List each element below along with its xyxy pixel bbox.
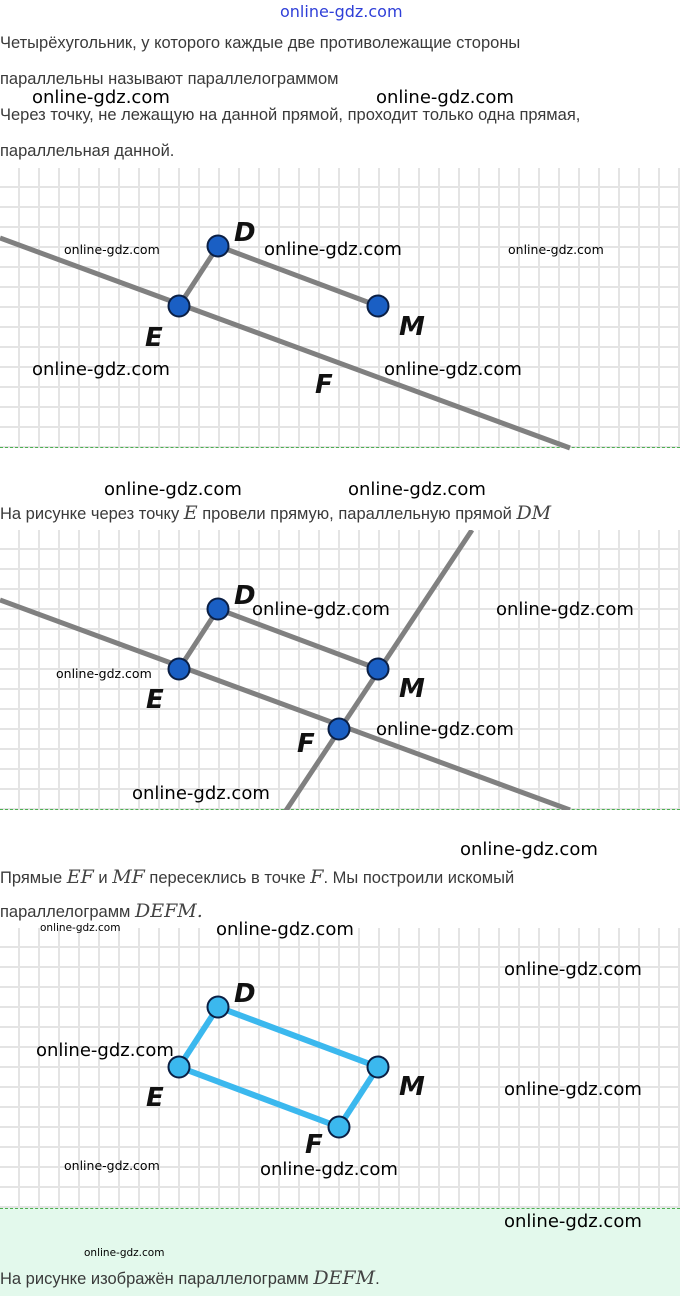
watermark: online-gdz.com <box>32 87 170 108</box>
point-f <box>327 1115 351 1139</box>
point-m <box>366 1055 390 1079</box>
watermark: online-gdz.com <box>84 1247 165 1259</box>
segment-de <box>176 607 221 671</box>
watermark: online-gdz.com <box>504 1079 642 1100</box>
watermark: online-gdz.com <box>504 1211 642 1232</box>
line-ef <box>0 597 571 810</box>
watermark: online-gdz.com <box>40 922 121 934</box>
conclusion-text: На рисунке изображён параллелограмм DEFM… <box>0 1267 380 1289</box>
watermark: online-gdz.com <box>252 599 390 620</box>
watermark: online-gdz.com <box>508 242 604 257</box>
watermark: online-gdz.com <box>384 359 522 380</box>
label-e: E <box>146 1083 164 1113</box>
watermark: online-gdz.com <box>216 919 354 940</box>
line-through-e <box>0 235 571 451</box>
divider <box>0 1208 680 1209</box>
step-2-line-1: Прямые EF и MF пересеклись в точке F. Мы… <box>0 866 515 888</box>
point-m <box>366 657 390 681</box>
intro-line-2: параллельны называют параллелограммом <box>0 70 339 88</box>
point-m <box>366 294 390 318</box>
label-f: F <box>305 1130 323 1160</box>
point-d <box>206 234 230 258</box>
figure-1: D E M F <box>0 218 571 451</box>
watermark: online-gdz.com <box>56 666 152 681</box>
point-f <box>327 717 351 741</box>
segment-dm <box>217 243 379 309</box>
label-d: D <box>234 218 256 248</box>
label-f: F <box>297 729 315 759</box>
label-d: D <box>234 979 256 1009</box>
figure-2-grid <box>0 530 680 810</box>
label-m: M <box>399 674 425 704</box>
label-f: F <box>315 370 333 400</box>
watermark: online-gdz.com <box>348 479 486 500</box>
watermark: online-gdz.com <box>376 719 514 740</box>
header-watermark: online-gdz.com <box>280 2 403 21</box>
intro-line-4: параллельная данной. <box>0 142 175 160</box>
watermark: online-gdz.com <box>104 479 242 500</box>
watermark: online-gdz.com <box>496 599 634 620</box>
segment-dm <box>217 606 379 672</box>
figure-2: D E M F <box>0 530 571 810</box>
step-1-text: На рисунке через точку E провели прямую,… <box>0 502 552 524</box>
intro-line-1: Четырёхугольник, у которого каждые две п… <box>0 34 521 52</box>
label-e: E <box>145 323 163 353</box>
point-e <box>167 294 191 318</box>
point-d <box>206 597 230 621</box>
conclusion-band <box>0 1208 680 1296</box>
figure-3-grid <box>0 928 680 1208</box>
watermark: online-gdz.com <box>260 1159 398 1180</box>
divider <box>0 809 680 810</box>
label-m: M <box>399 1072 425 1102</box>
watermark: online-gdz.com <box>264 239 402 260</box>
point-e <box>167 1055 191 1079</box>
segment-de <box>176 244 221 308</box>
watermark: online-gdz.com <box>376 87 514 108</box>
watermark: online-gdz.com <box>460 839 598 860</box>
figure-3: D E M F <box>146 979 425 1160</box>
watermark: online-gdz.com <box>504 959 642 980</box>
watermark: online-gdz.com <box>64 242 160 257</box>
watermark: online-gdz.com <box>36 1040 174 1061</box>
divider <box>0 447 680 448</box>
watermark: online-gdz.com <box>64 1158 160 1173</box>
watermark: online-gdz.com <box>132 783 270 804</box>
label-m: M <box>399 312 425 342</box>
label-d: D <box>234 581 256 611</box>
step-2-line-2: параллелограмм DEFM. <box>0 900 203 922</box>
point-d <box>206 995 230 1019</box>
point-e <box>167 657 191 681</box>
figure-1-grid <box>0 168 680 448</box>
watermark: online-gdz.com <box>32 359 170 380</box>
label-e: E <box>146 685 164 715</box>
intro-line-3: Через точку, не лежащую на данной прямой… <box>0 106 581 124</box>
